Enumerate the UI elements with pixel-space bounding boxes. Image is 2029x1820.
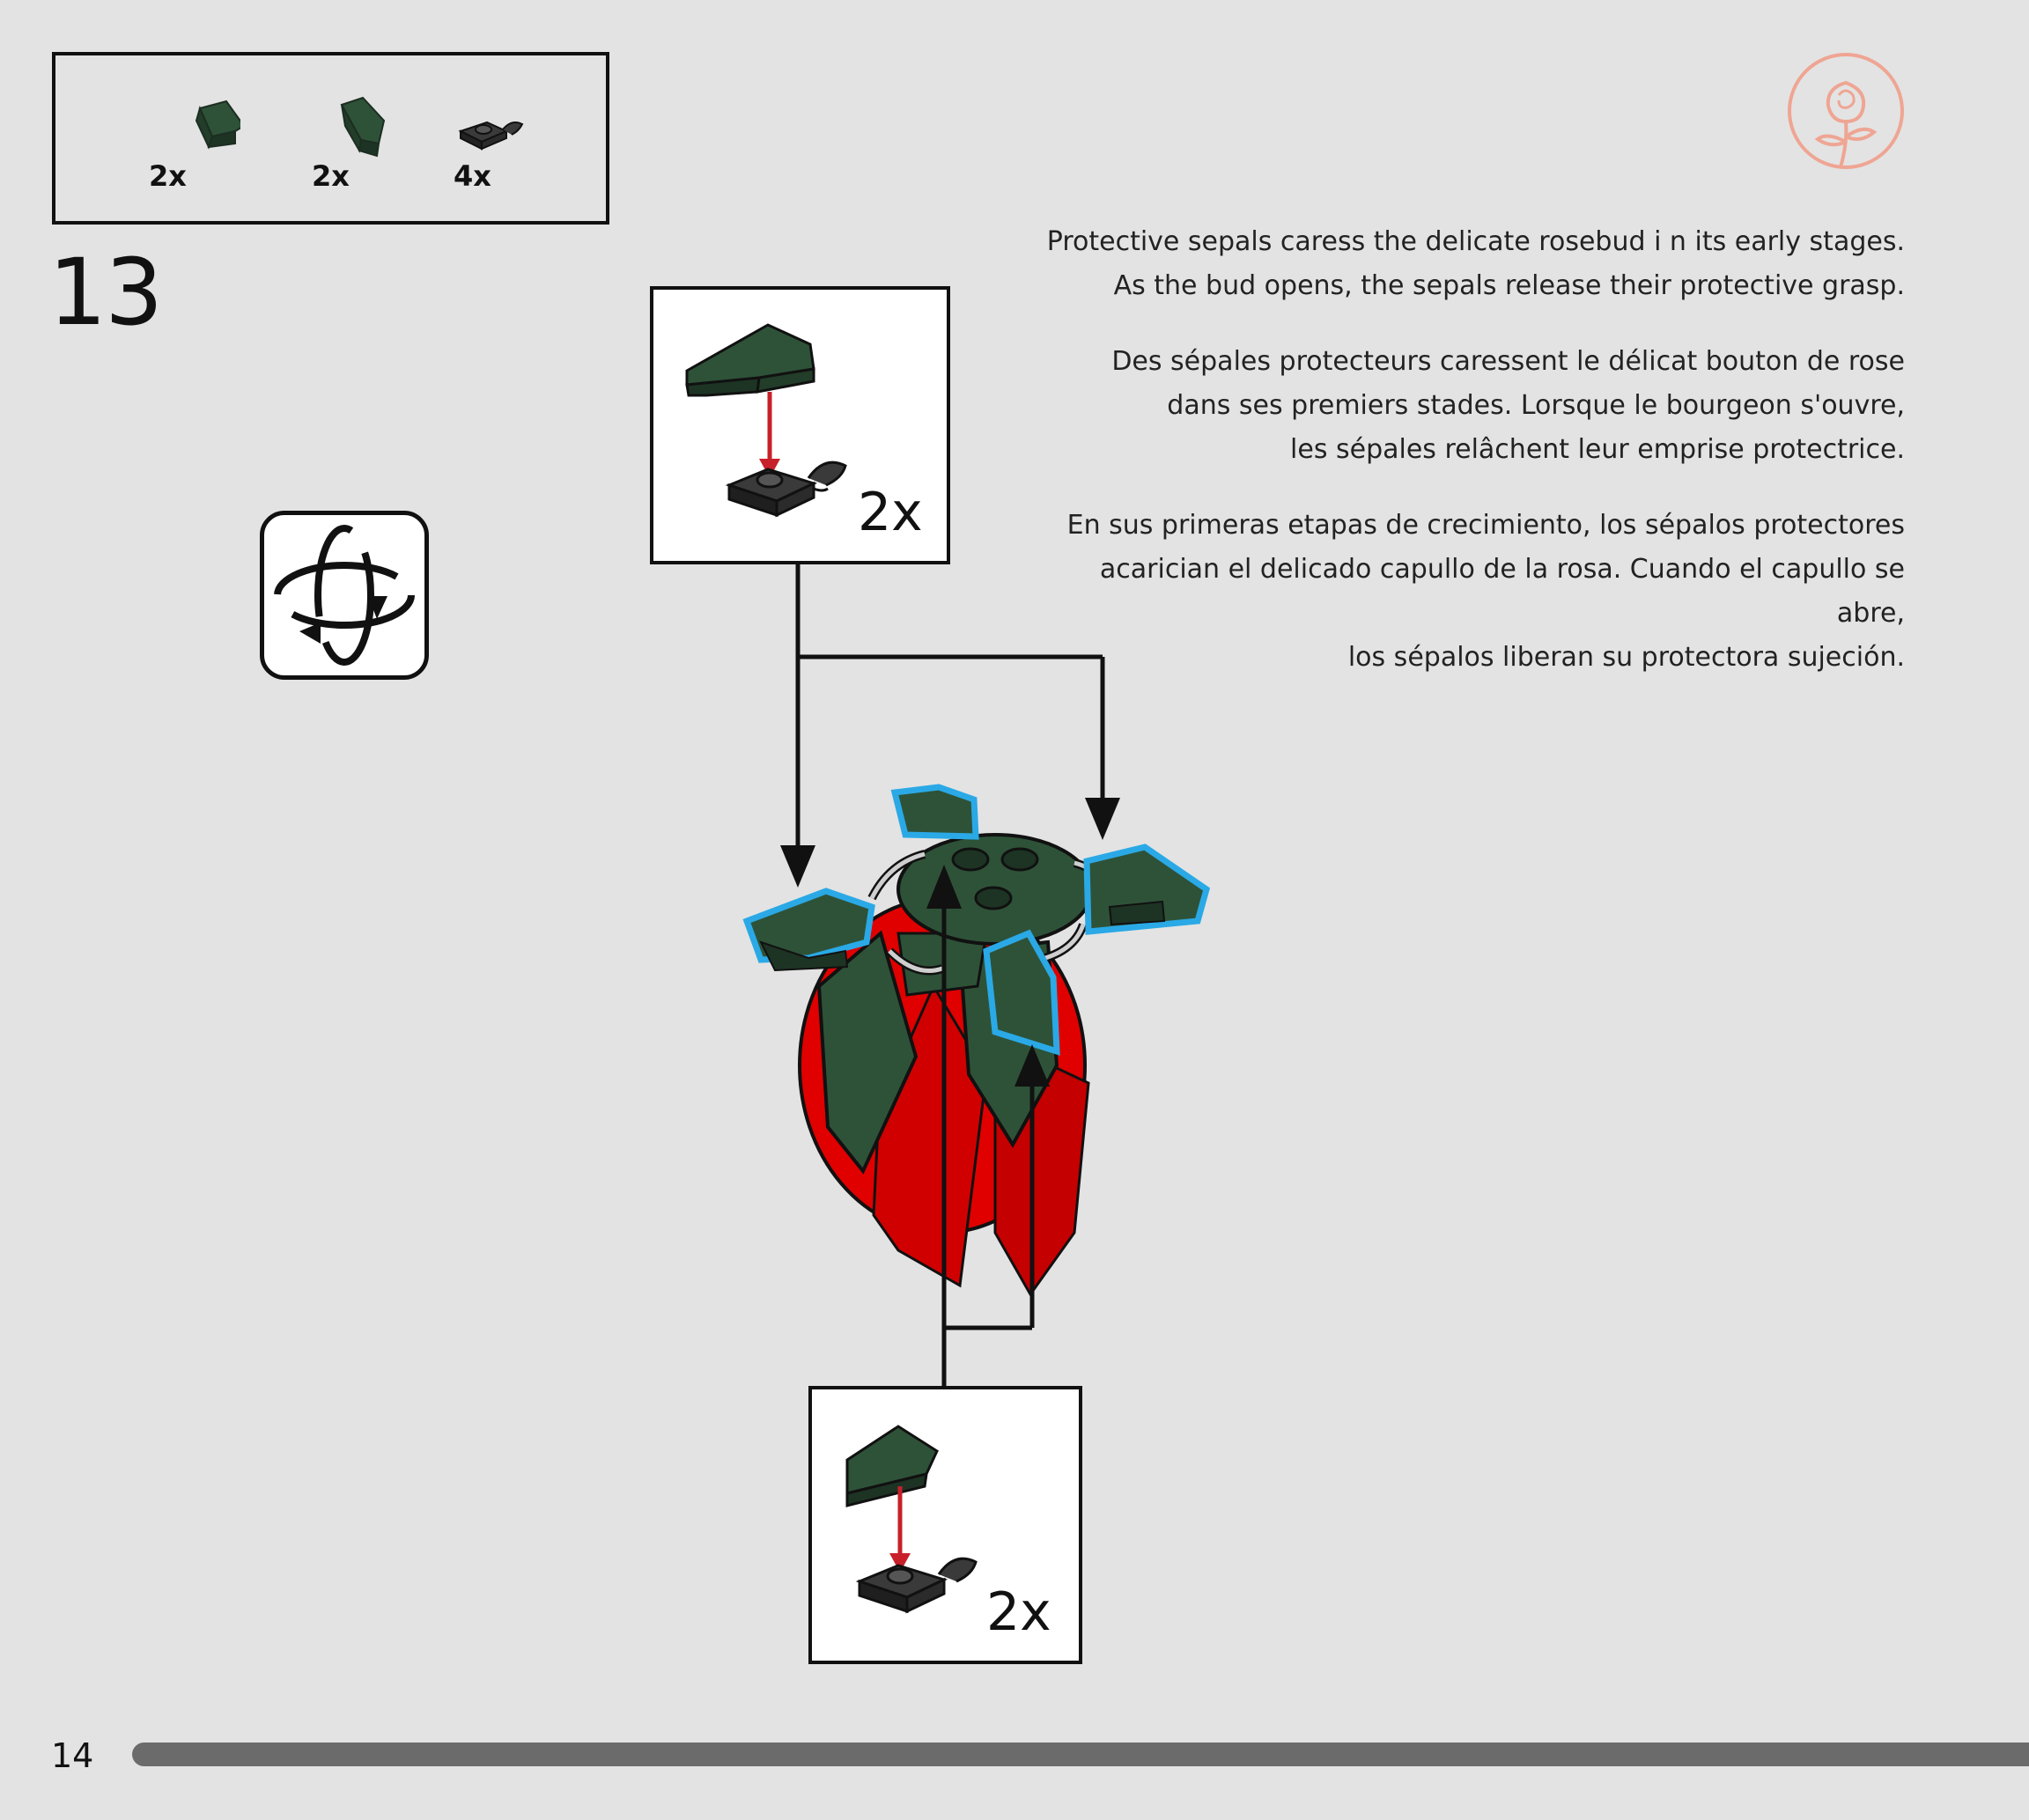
description-spanish: En sus primeras etapas de crecimiento, l… [1066, 510, 1905, 673]
top-plate [867, 833, 1107, 976]
part-quantity: 2x [149, 159, 187, 193]
connector-lines-bottom [941, 898, 1035, 1386]
sub-assembly-callout-bottom: 2x [808, 1386, 1082, 1664]
callout-multiplier: 2x [986, 1581, 1051, 1643]
dark-green-slope-icon [195, 99, 240, 150]
step-number: 13 [48, 239, 163, 346]
placement-arrow [926, 865, 962, 909]
page-number: 14 [51, 1736, 94, 1775]
description-french: Des sépales protecteurs caressent le dél… [1111, 346, 1905, 465]
rose-icon [1784, 49, 1907, 177]
description-english: Protective sepals caress the delicate ro… [1046, 226, 1905, 301]
progress-bar [132, 1743, 2029, 1766]
sepal-pieces [742, 784, 1211, 1056]
black-clip-plate-icon [458, 121, 524, 151]
parts-list-item: 2x [306, 55, 403, 193]
callout-multiplier: 2x [858, 482, 923, 543]
placement-arrow [780, 845, 815, 888]
parts-list-item: 2x [144, 55, 240, 193]
placement-arrow [1085, 798, 1120, 840]
placement-arrow [1014, 1044, 1050, 1087]
step-description: Protective sepals caress the delicate ro… [1024, 220, 1905, 711]
part-quantity: 2x [312, 159, 350, 193]
sub-assembly-callout-top: 2x [650, 286, 950, 564]
dark-green-slope-angled-icon [340, 96, 386, 158]
sub-assembly-illustration [685, 323, 847, 518]
parts-list-item: 4x [448, 55, 545, 193]
sub-assembly-illustration [845, 1425, 978, 1614]
part-quantity: 4x [454, 159, 491, 193]
rotate-model-icon [260, 511, 429, 680]
rose-bud [798, 896, 1090, 1297]
parts-list: 2x 2x 4x [52, 52, 609, 225]
